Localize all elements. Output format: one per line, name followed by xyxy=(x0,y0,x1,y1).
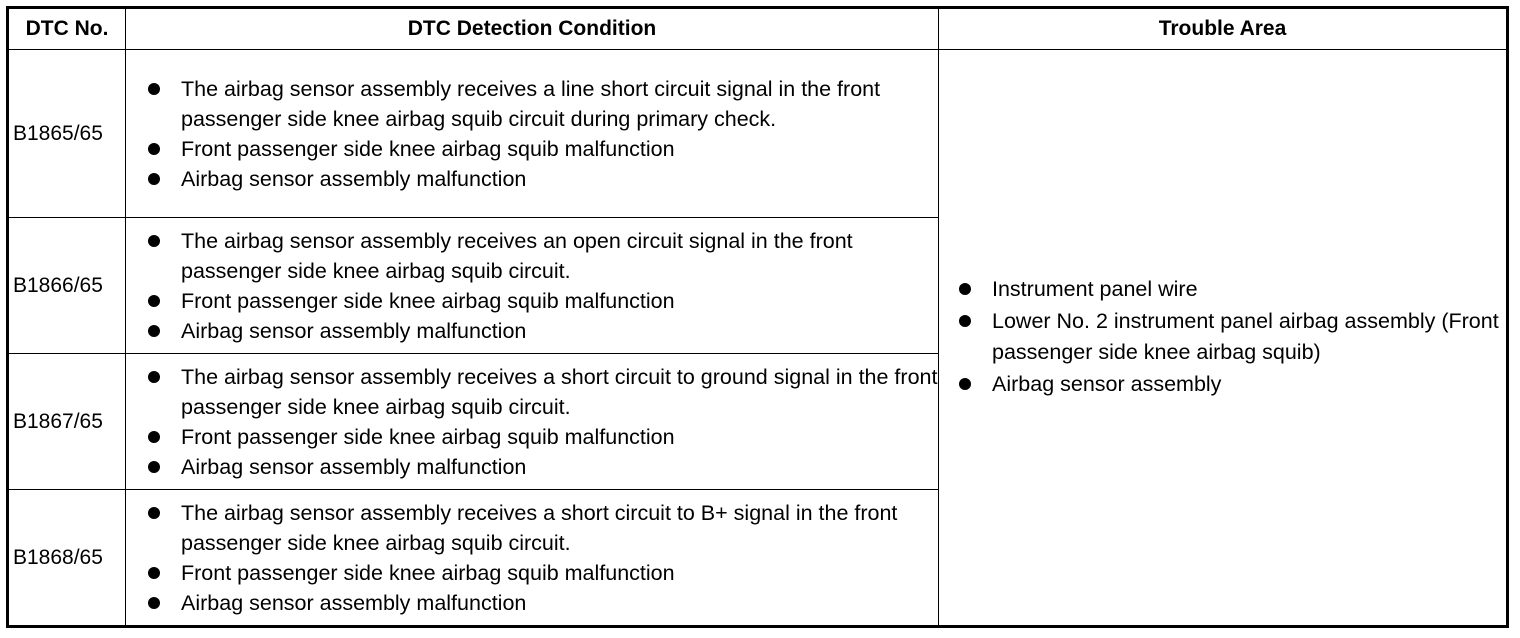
trouble-area-item: Instrument panel wire xyxy=(959,274,1506,305)
condition-item: The airbag sensor assembly receives an o… xyxy=(148,226,938,286)
detection-condition-cell: The airbag sensor assembly receives a sh… xyxy=(125,353,939,491)
table-row: B1866/65 The airbag sensor assembly rece… xyxy=(7,217,1508,355)
header-trouble-area: Trouble Area xyxy=(938,7,1508,50)
dtc-number: B1868/65 xyxy=(7,489,126,627)
trouble-area-list: Instrument panel wire Lower No. 2 instru… xyxy=(939,274,1506,400)
condition-item: Airbag sensor assembly malfunction xyxy=(148,588,938,618)
table-row: B1865/65 The airbag sensor assembly rece… xyxy=(7,48,1508,627)
dtc-number: B1866/65 xyxy=(7,217,126,355)
dtc-number: B1865/65 xyxy=(7,48,126,219)
dtc-table: DTC No. DTC Detection Condition Trouble … xyxy=(6,6,1509,628)
detection-condition-cell: The airbag sensor assembly receives a sh… xyxy=(125,489,939,627)
header-row: DTC No. DTC Detection Condition Trouble … xyxy=(7,7,1508,50)
trouble-area-cell: Instrument panel wire Lower No. 2 instru… xyxy=(938,49,1508,627)
table-row: B1867/65 The airbag sensor assembly rece… xyxy=(7,353,1508,491)
condition-item: The airbag sensor assembly receives a sh… xyxy=(148,498,938,558)
condition-list: The airbag sensor assembly receives a sh… xyxy=(126,498,938,618)
condition-item: The airbag sensor assembly receives a li… xyxy=(148,74,938,134)
trouble-area-item: Airbag sensor assembly xyxy=(959,369,1506,400)
condition-item: Airbag sensor assembly malfunction xyxy=(148,164,938,194)
header-dtc-no: DTC No. xyxy=(7,7,126,50)
condition-list: The airbag sensor assembly receives a sh… xyxy=(126,362,938,482)
condition-item: The airbag sensor assembly receives a sh… xyxy=(148,362,938,422)
condition-item: Airbag sensor assembly malfunction xyxy=(148,452,938,482)
condition-item: Airbag sensor assembly malfunction xyxy=(148,316,938,346)
condition-item: Front passenger side knee airbag squib m… xyxy=(148,134,938,164)
table-row: B1868/65 The airbag sensor assembly rece… xyxy=(7,489,1508,627)
condition-list: The airbag sensor assembly receives a li… xyxy=(126,74,938,194)
detection-condition-cell: The airbag sensor assembly receives an o… xyxy=(125,217,939,355)
dtc-number: B1867/65 xyxy=(7,353,126,491)
header-detection-condition: DTC Detection Condition xyxy=(125,7,939,50)
condition-list: The airbag sensor assembly receives an o… xyxy=(126,226,938,346)
trouble-area-item: Lower No. 2 instrument panel airbag asse… xyxy=(959,306,1506,368)
detection-condition-cell: The airbag sensor assembly receives a li… xyxy=(125,48,939,219)
condition-item: Front passenger side knee airbag squib m… xyxy=(148,422,938,452)
condition-item: Front passenger side knee airbag squib m… xyxy=(148,558,938,588)
condition-item: Front passenger side knee airbag squib m… xyxy=(148,286,938,316)
